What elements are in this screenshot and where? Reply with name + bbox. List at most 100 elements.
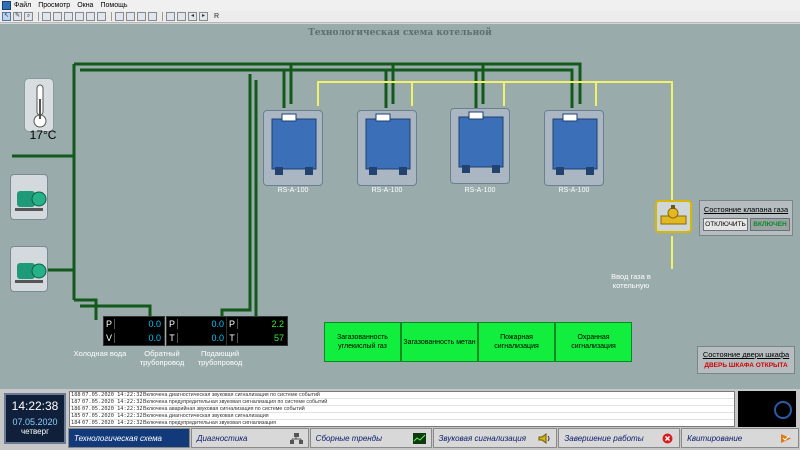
alarm-fire[interactable]: Пожарная сигнализация <box>478 322 555 362</box>
zoom-tool-icon[interactable]: ⌕ <box>24 12 33 21</box>
log-id: 184 <box>71 420 81 426</box>
boiler-1[interactable] <box>263 110 323 186</box>
boiler-3-label: RS-A-100 <box>464 187 496 194</box>
acknowledge-icon <box>780 433 793 444</box>
edit-tool-icon[interactable]: ✎ <box>13 12 22 21</box>
forward-arrow-icon[interactable]: ▸ <box>199 12 208 21</box>
boiler-icon <box>271 113 317 175</box>
readout-value: 57 <box>273 333 284 343</box>
menu-windows[interactable]: Окна <box>77 2 94 9</box>
nav-shutdown[interactable]: Завершение работы <box>558 428 681 448</box>
readout-key: T <box>227 333 238 343</box>
grid-icon[interactable] <box>86 12 95 21</box>
menu-bar: Файл Просмотр Окна Помощь <box>0 0 800 11</box>
log-time: 07.05.2020 14:22:32 <box>82 413 143 419</box>
cabinet-door-state: ДВЕРЬ ШКАФА ОТКРЫТА <box>704 362 788 369</box>
back-arrow-icon[interactable]: ◂ <box>188 12 197 21</box>
log-time: 07.05.2020 14:22:32 <box>82 399 143 405</box>
toolbar-r-label[interactable]: R <box>214 13 220 20</box>
pump-2[interactable] <box>10 246 48 292</box>
network-icon <box>289 432 303 444</box>
room-temperature: 17°C <box>18 128 68 142</box>
temperature-unit: °C <box>42 128 57 142</box>
thermometer-glyph <box>33 84 47 128</box>
boiler-1-label: RS-A-100 <box>277 187 309 194</box>
connection-status <box>738 391 796 427</box>
layout-4-icon[interactable] <box>148 12 157 21</box>
boiler-schematic: Технологическая схема котельной 17°C <box>0 24 800 389</box>
boiler-2-label: RS-A-100 <box>371 187 403 194</box>
trend-icon <box>412 432 426 444</box>
nav-diagnostics[interactable]: Диагностика <box>190 428 309 448</box>
log-id: 185 <box>71 413 81 419</box>
valve-glyph <box>660 205 687 225</box>
gas-valve-off-button[interactable]: ОТКЛЮЧИТЬ <box>703 218 748 231</box>
pointer-tool-icon[interactable]: ↖ <box>2 12 11 21</box>
alarm-security[interactable]: Охранная сигнализация <box>555 322 632 362</box>
readout-key: P <box>227 319 238 329</box>
nav-label: Звуковая сигнализация <box>438 433 526 443</box>
speaker-icon <box>538 432 551 444</box>
cabinet-door-title: Состояние двери шкафа <box>702 350 790 359</box>
return-pipe-label: Обратный трубопровод <box>139 349 185 367</box>
nav-label: Диагностика <box>196 433 248 443</box>
document-2-icon[interactable] <box>53 12 62 21</box>
thermometer-icon <box>24 78 54 132</box>
readout-key: P <box>167 319 178 329</box>
log-id: 186 <box>71 406 81 412</box>
nav-acknowledge[interactable]: Квитирование <box>681 428 799 448</box>
clock-panel: 14:22:38 07.05.2020 четверг <box>4 393 66 444</box>
alarm-co2-gas[interactable]: Загазованность углекислый газ <box>324 322 401 362</box>
return-pipe-readout: P 0.0 T 0.0 <box>166 316 228 346</box>
readout-value: 0.0 <box>211 319 224 329</box>
image-icon[interactable] <box>97 12 106 21</box>
boiler-4[interactable] <box>544 110 604 186</box>
layout-3-icon[interactable] <box>137 12 146 21</box>
clock-date: 07.05.2020 <box>12 417 58 427</box>
log-message: Включена аварийная звуковая сигнализация… <box>143 406 305 412</box>
readout-key: T <box>167 333 178 343</box>
gas-valve-icon[interactable] <box>655 200 692 233</box>
print-icon[interactable] <box>64 12 73 21</box>
nav-sound-alarm[interactable]: Звуковая сигнализация <box>432 428 558 448</box>
document-icon[interactable] <box>42 12 51 21</box>
supply-pipe-label: Подающий трубопровод <box>197 349 243 367</box>
readout-key: V <box>104 333 115 343</box>
gas-valve-state: ВКЛЮЧЕН <box>750 218 790 231</box>
readout-row: P 0.0 <box>167 317 227 331</box>
bottom-nav: Технологическая схема Диагностика Сборны… <box>68 428 800 450</box>
layout-2-icon[interactable] <box>126 12 135 21</box>
log-time: 07.05.2020 14:22:32 <box>82 420 143 426</box>
pump-1[interactable] <box>10 174 48 220</box>
boiler-3[interactable] <box>450 108 510 184</box>
save-icon[interactable] <box>75 12 84 21</box>
menu-view[interactable]: Просмотр <box>38 2 71 9</box>
windows-icon[interactable] <box>177 12 186 21</box>
layout-icon[interactable] <box>115 12 124 21</box>
readout-key: P <box>104 319 115 329</box>
nav-tech-scheme[interactable]: Технологическая схема <box>68 428 190 448</box>
nav-label: Сборные тренды <box>315 433 382 443</box>
readout-row: T 0.0 <box>167 331 227 345</box>
nav-trends[interactable]: Сборные тренды <box>309 428 432 448</box>
readout-value: 0.0 <box>211 333 224 343</box>
cabinet-door-panel: Состояние двери шкафа ДВЕРЬ ШКАФА ОТКРЫТ… <box>697 346 795 374</box>
close-circle-icon <box>661 433 674 444</box>
menu-file[interactable]: Файл <box>14 2 32 9</box>
menu-help[interactable]: Помощь <box>100 2 128 9</box>
gas-inlet-label: Ввод газа в котельную <box>611 272 651 290</box>
alarm-methane-gas[interactable]: Загазованность метан <box>401 322 478 362</box>
cold-water-label: Холодная вода <box>73 349 127 358</box>
boiler-2[interactable] <box>357 110 417 186</box>
copy-icon[interactable] <box>166 12 175 21</box>
log-message: Включена предупредительная звуковая сигн… <box>143 399 328 405</box>
